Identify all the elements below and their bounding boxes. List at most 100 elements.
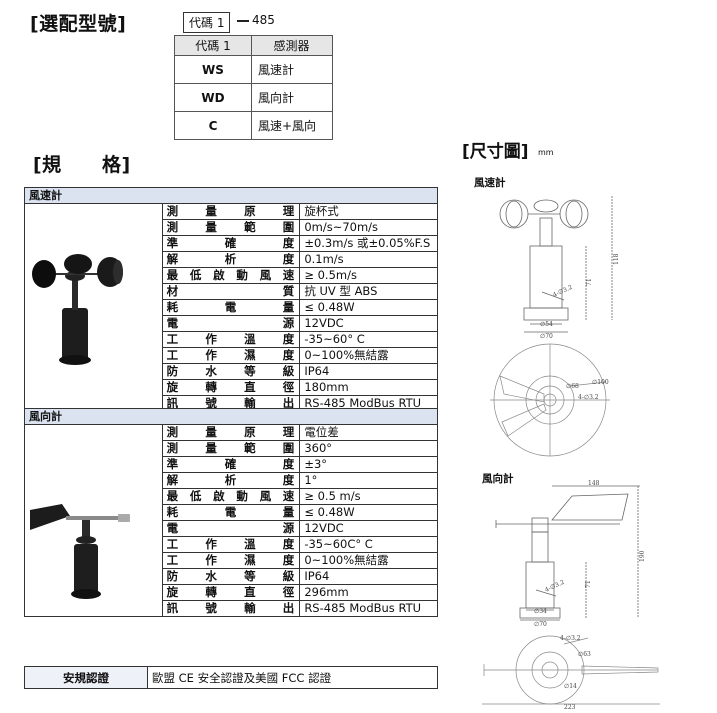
- spec-label: 工作溫度: [161, 331, 301, 348]
- spec-value: 0.1m/s: [299, 251, 438, 268]
- spec-value: 296mm: [299, 584, 438, 601]
- vane-dim-width-top: 148: [588, 480, 600, 487]
- spec-value: 旋杯式: [299, 203, 438, 220]
- spec-label: 測量範圍: [161, 440, 301, 457]
- model-desc: 風速計: [251, 55, 333, 84]
- spec-label: 耗電量: [161, 504, 301, 521]
- spec-value: -35~60° C: [299, 331, 438, 348]
- cert-label: 安規認證: [24, 666, 148, 689]
- spec-label: 測量範圍: [161, 219, 301, 236]
- spec-label: 準確度: [161, 235, 301, 252]
- spec-label: 電源: [161, 315, 301, 332]
- wind-vane-photo: [30, 504, 130, 599]
- vane-dim-hole-top: 4-∅3.2: [560, 635, 581, 642]
- spec-value: 0m/s~70m/s: [299, 219, 438, 236]
- spec-value: IP64: [299, 363, 438, 380]
- vane-side-drawing: 148 190 71 4-∅3.2 ∅34 ∅70: [495, 480, 646, 628]
- model-code: WS: [174, 55, 252, 84]
- vane-dim-d2: ∅70: [534, 621, 547, 628]
- model-code: C: [174, 111, 252, 140]
- spec-value: ≤ 0.48W: [299, 299, 438, 316]
- dim-d1: ∅54: [540, 321, 553, 328]
- dimensions-unit: mm: [538, 148, 554, 157]
- spec-value: RS-485 ModBus RTU: [299, 600, 438, 617]
- certification-table: 安規認證 歐盟 CE 安全認證及美國 FCC 認證: [24, 666, 438, 689]
- product-image-cell: [24, 203, 163, 412]
- model-header-code: 代碼 1: [174, 35, 252, 56]
- section-header-vane: 風向計: [24, 408, 438, 425]
- spec-label: 防水等級: [161, 363, 301, 380]
- model-table: 代碼 1 感測器 WS 風速計 WD 風向計 C 風速+風向: [174, 35, 333, 140]
- anemometer-side-drawing: 118 71 4-∅3.2 ∅54 ∅70: [499, 196, 620, 340]
- spec-value: 12VDC: [299, 520, 438, 537]
- spec-label: 耗電量: [161, 299, 301, 316]
- spec-value: 0~100%無結露: [299, 347, 438, 364]
- spec-value: 180mm: [299, 379, 438, 396]
- dim-hole-top: 4-∅3.2: [578, 394, 599, 401]
- spec-value: ±3°: [299, 456, 438, 473]
- spec-heading-right: 格]: [102, 154, 131, 176]
- cert-value: 歐盟 CE 安全認證及美國 FCC 認證: [147, 666, 438, 689]
- vane-dim-hole: 4-∅3.2: [544, 579, 566, 594]
- spec-label: 防水等級: [161, 568, 301, 585]
- table-row: 工作溫度-35~60° C: [25, 331, 438, 348]
- spec-label: 測量原理: [161, 424, 301, 441]
- table-row: WS 風速計: [174, 55, 333, 84]
- spec-label: 材質: [161, 283, 301, 300]
- vane-drawing-label: 風向計: [482, 473, 514, 485]
- section-header-anemometer: 風速計: [24, 187, 438, 204]
- code-suffix: 485: [252, 13, 275, 27]
- anemometer-photo: [32, 254, 123, 365]
- spec-value: 0~100%無結露: [299, 552, 438, 569]
- vane-dim-height-body: 71: [585, 580, 592, 588]
- vane-top-drawing: 4-∅3.2 ∅63 ∅14 223: [482, 635, 660, 710]
- anemometer-top-drawing: ∅68 ∅100 4-∅3.2: [490, 343, 610, 457]
- spec-label: 工作濕度: [161, 552, 301, 569]
- dim-height-body: 71: [586, 278, 593, 286]
- dash-separator: [237, 20, 249, 22]
- table-row: 準確度±3°: [25, 456, 438, 473]
- spec-value: IP64: [299, 568, 438, 585]
- vane-dim-d3: ∅63: [578, 651, 591, 658]
- spec-value: 電位差: [299, 424, 438, 441]
- spec-label: 最低啟動風速: [161, 488, 301, 505]
- anemometer-drawing-label: 風速計: [474, 177, 506, 189]
- spec-value: ±0.3m/s 或±0.05%F.S: [299, 235, 438, 252]
- spec-label: 旋轉直徑: [161, 379, 301, 396]
- model-desc: 風向計: [251, 83, 333, 112]
- spec-label: 電源: [161, 520, 301, 537]
- table-row: 最低啟動風速≥ 0.5m/s: [25, 267, 438, 284]
- table-row: C 風速+風向: [174, 111, 333, 140]
- dim-hole: 4-∅3.2: [552, 284, 574, 299]
- spec-label: 解析度: [161, 472, 301, 489]
- vane-dim-height-total: 190: [639, 550, 646, 562]
- spec-label: 工作濕度: [161, 347, 301, 364]
- vane-dim-width-bottom: 223: [564, 704, 576, 710]
- spec-label: 最低啟動風速: [161, 267, 301, 284]
- spec-label: 解析度: [161, 251, 301, 268]
- dimensions-heading: [尺寸圖]: [462, 142, 529, 162]
- spec-label: 工作溫度: [161, 536, 301, 553]
- code-box: 代碼 1: [183, 12, 231, 33]
- spec-heading-left: [規: [33, 154, 62, 176]
- spec-label: 測量原理: [161, 203, 301, 220]
- spec-value: 抗 UV 型 ABS: [299, 283, 438, 300]
- spec-label: 旋轉直徑: [161, 584, 301, 601]
- dim-d2: ∅70: [540, 333, 553, 340]
- spec-label: 準確度: [161, 456, 301, 473]
- model-header-sensor: 感測器: [251, 35, 333, 56]
- spec-value: ≥ 0.5 m/s: [299, 488, 438, 505]
- dim-d3: ∅68: [566, 383, 579, 390]
- spec-label: 訊號輸出: [161, 600, 301, 617]
- dim-d4: ∅100: [592, 379, 609, 386]
- model-selection-heading: [選配型號]: [30, 13, 127, 35]
